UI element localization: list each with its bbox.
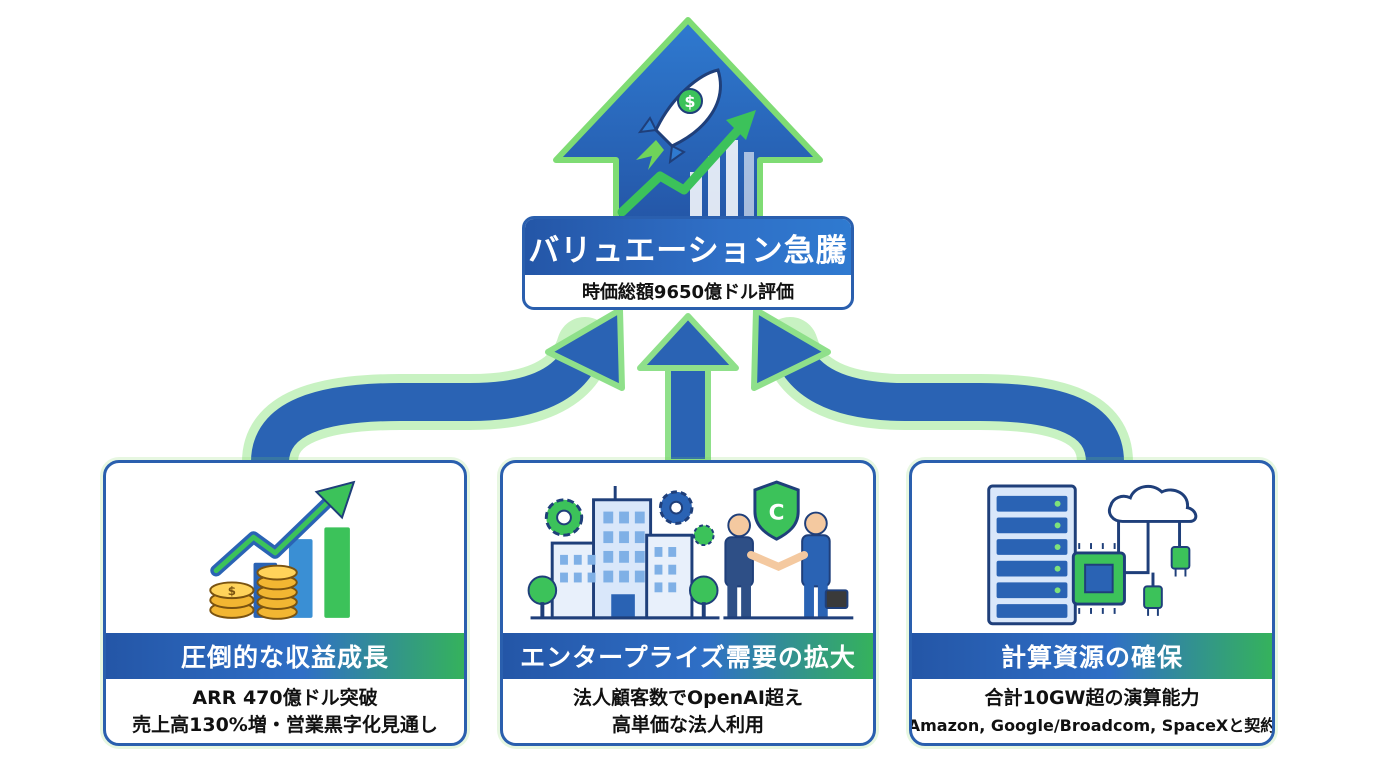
shield-letter: C	[769, 500, 785, 525]
card-revenue-line2: 売上高130%増・営業黒字化見通し	[132, 714, 438, 736]
arrow-center	[637, 313, 739, 465]
trend-arrow-icon	[617, 123, 745, 217]
office-building-icon	[550, 486, 694, 620]
arrow-right	[751, 307, 1133, 490]
card-enterprise-demand: C エンタープライズ需要の拡大 法人顧客数でOpenAI超え 高単価な法人利用	[500, 460, 876, 746]
coin-stack-icon: $	[209, 564, 298, 620]
bar-chart-icon	[690, 140, 754, 216]
shield-icon: C	[753, 480, 800, 541]
cloud-icon	[1108, 484, 1198, 523]
card-enterprise-details: 法人顧客数でOpenAI超え 高単価な法人利用	[503, 679, 873, 743]
handshake-icon	[724, 511, 849, 618]
power-plug-icon	[1143, 546, 1191, 616]
card-compute-resources: 計算資源の確保 合計10GW超の演算能力 Amazon, Google/Broa…	[909, 460, 1275, 746]
card-compute-line1: 合計10GW超の演算能力	[984, 687, 1200, 709]
valuation-subtitle: 時価総額9650億ドル評価	[581, 282, 795, 303]
card-compute-title: 計算資源の確保	[912, 633, 1272, 679]
valuation-banner: バリュエーション急騰 時価総額9650億ドル評価	[522, 216, 854, 310]
card-enterprise-title: エンタープライズ需要の拡大	[503, 633, 873, 679]
gear-icon	[544, 490, 715, 547]
card-compute-details: 合計10GW超の演算能力 Amazon, Google/Broadcom, Sp…	[909, 679, 1275, 743]
svg-text:$: $	[684, 92, 695, 111]
card-revenue-line1: ARR 470億ドル突破	[192, 687, 378, 709]
tree-icon	[527, 575, 719, 618]
uptrend-arrow-icon	[210, 491, 339, 577]
revenue-growth-illustration: $	[209, 480, 356, 620]
card-revenue-growth: $ 圧倒的な収益成長 ARR 470億ドル突破 売上高130%増・営業黒字化見通…	[103, 460, 467, 746]
svg-text:$: $	[228, 584, 236, 598]
arrow-left	[242, 307, 625, 490]
rocket-icon: $	[636, 68, 722, 170]
compute-illustration	[987, 484, 1198, 626]
briefcase-icon	[824, 589, 849, 610]
enterprise-illustration: C	[527, 480, 854, 620]
card-enterprise-line2: 高単価な法人利用	[611, 714, 764, 736]
chip-icon	[1071, 543, 1126, 614]
card-revenue-details: ARR 470億ドル突破 売上高130%増・営業黒字化見通し	[106, 679, 464, 743]
card-revenue-title: 圧倒的な収益成長	[106, 633, 464, 679]
server-rack-icon	[987, 484, 1077, 626]
card-compute-line2: Amazon, Google/Broadcom, SpaceXと契約	[909, 716, 1275, 735]
valuation-title: バリュエーション急騰	[525, 219, 851, 275]
valuation-up-arrow: $	[553, 17, 823, 227]
card-enterprise-line1: 法人顧客数でOpenAI超え	[573, 687, 803, 709]
